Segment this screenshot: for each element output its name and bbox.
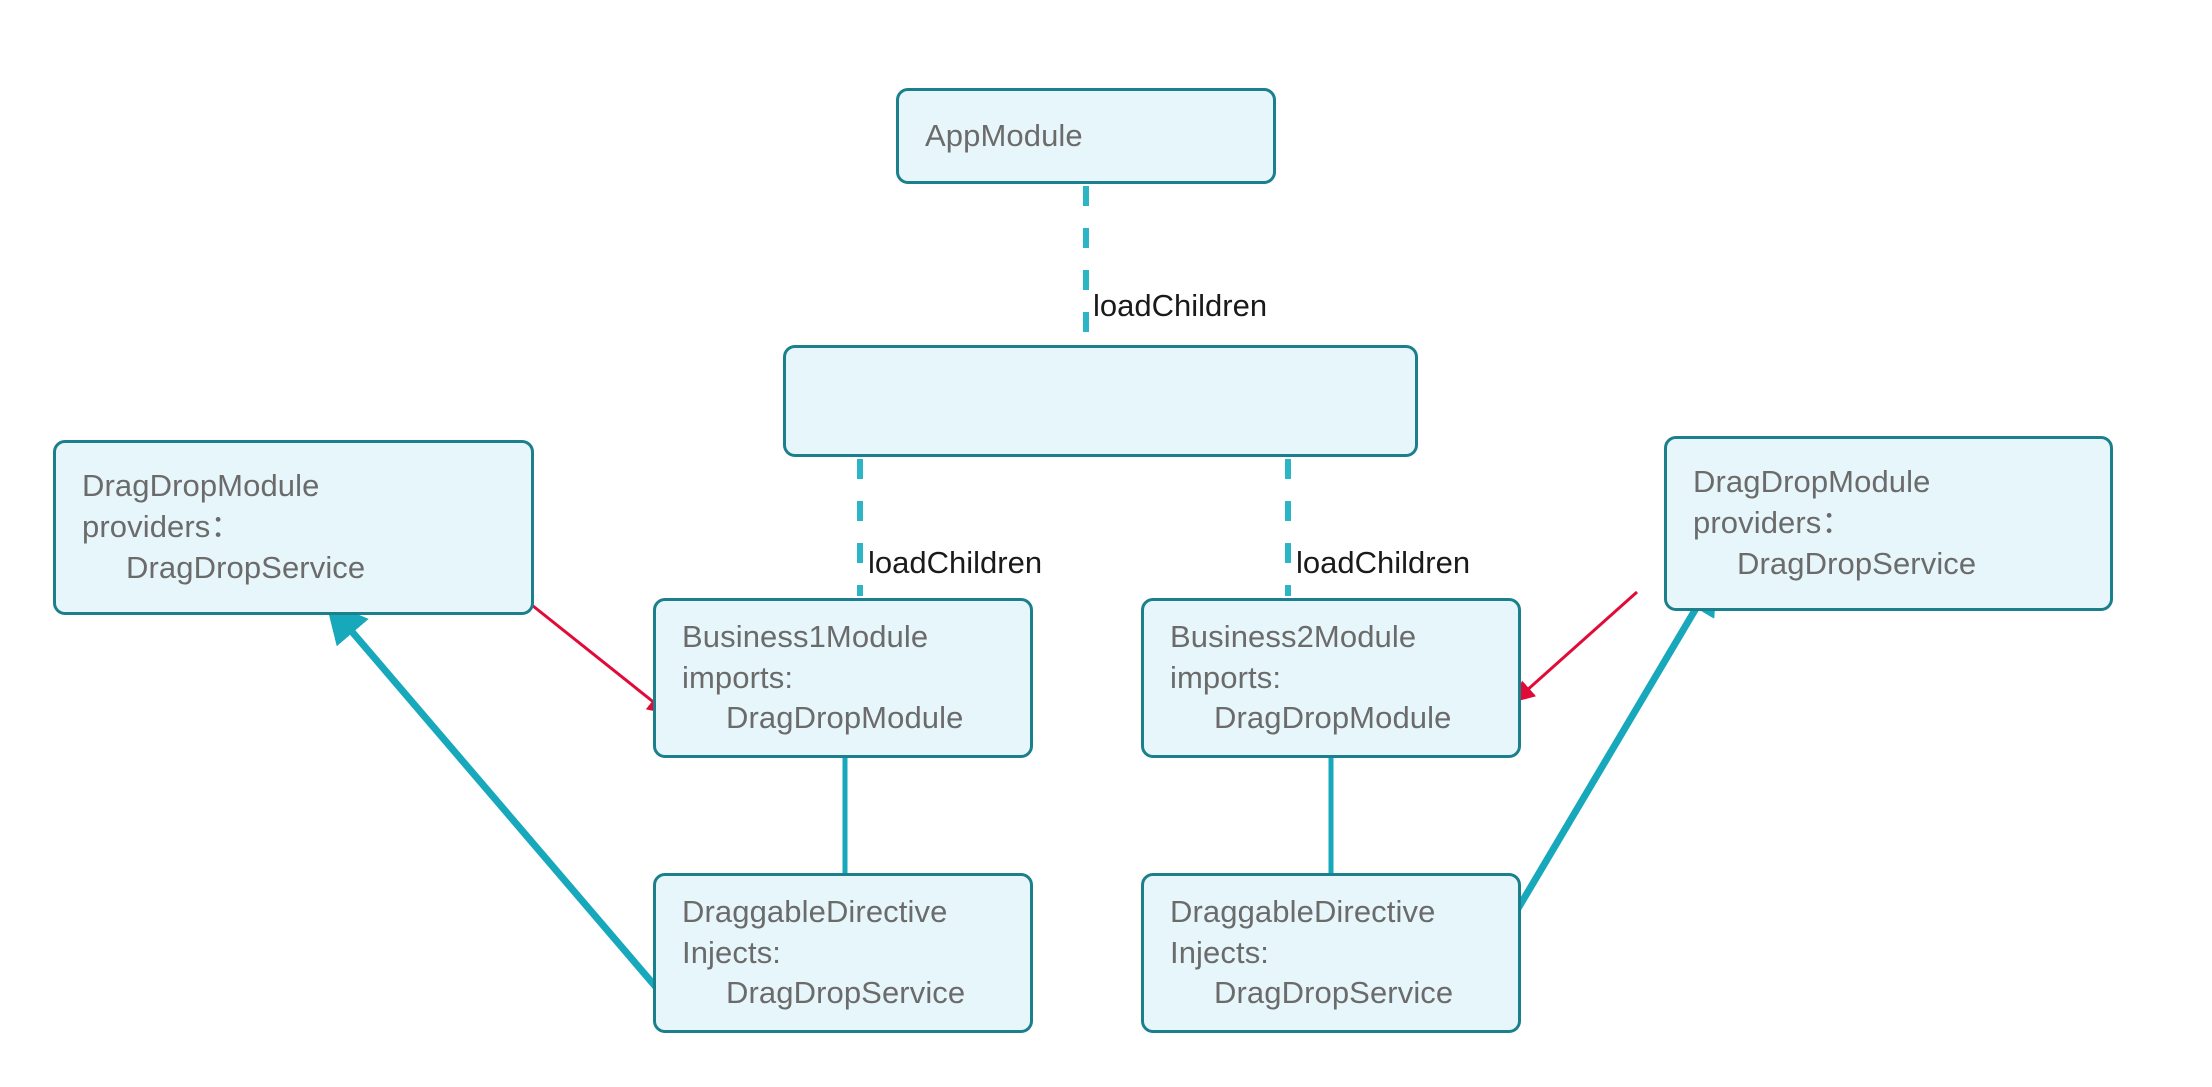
- node-draggable-directive-left-line-3: DragDropService: [726, 975, 966, 1011]
- node-draggable-directive-left-line-2: Injects:: [682, 934, 782, 970]
- edge-dragdropright-to-business2: [1513, 590, 1638, 703]
- node-dragdrop-module-left-line-3: DragDropService: [126, 549, 366, 585]
- node-draggable-directive-right-line-1: DraggableDirective: [1170, 893, 1436, 929]
- node-business1-module-line-3: DragDropModule: [726, 700, 964, 736]
- node-draggable-directive-left[interactable]: DraggableDirective Injects: DragDropServ…: [653, 873, 1033, 1033]
- node-business1-module-line-2: imports:: [682, 659, 794, 695]
- node-business2-module[interactable]: Business2Module imports: DragDropModule: [1141, 598, 1521, 758]
- node-dragdrop-module-right[interactable]: DragDropModule providers： DragDropServic…: [1664, 436, 2113, 611]
- node-dragdrop-module-right-line-2: providers：: [1693, 505, 1853, 541]
- edge-label-loadchildren-right: loadChildren: [1296, 545, 1471, 580]
- node-business2-module-line-1: Business2Module: [1170, 618, 1417, 654]
- node-dragdrop-module-right-line-1: DragDropModule: [1693, 464, 1931, 500]
- node-draggable-directive-left-line-1: DraggableDirective: [682, 893, 948, 929]
- node-dragdrop-module-left-line-2: providers：: [82, 509, 242, 545]
- node-app-module[interactable]: AppModule: [896, 88, 1276, 184]
- edge-directive1-to-dragdropleft: [325, 600, 664, 996]
- node-dragdrop-module-left-line-1: DragDropModule: [82, 468, 320, 504]
- node-draggable-directive-right-line-3: DragDropService: [1214, 975, 1454, 1011]
- node-app-module-line-1: AppModule: [925, 117, 1083, 153]
- edge-dragdropleft-to-business1: [527, 600, 669, 715]
- edge-label-loadchildren-left: loadChildren: [868, 545, 1043, 580]
- node-business2-module-line-2: imports:: [1170, 659, 1282, 695]
- edge-label-loadchildren-top: loadChildren: [1093, 288, 1268, 323]
- node-dragdrop-module-left[interactable]: DragDropModule providers： DragDropServic…: [53, 440, 534, 615]
- node-draggable-directive-right[interactable]: DraggableDirective Injects: DragDropServ…: [1141, 873, 1521, 1033]
- node-dragdrop-module-right-line-3: DragDropService: [1737, 545, 1977, 581]
- node-empty-routing-module[interactable]: [783, 345, 1418, 457]
- node-business1-module[interactable]: Business1Module imports: DragDropModule: [653, 598, 1033, 758]
- node-business1-module-line-1: Business1Module: [682, 618, 929, 654]
- node-draggable-directive-right-line-2: Injects:: [1170, 934, 1270, 970]
- node-business2-module-line-3: DragDropModule: [1214, 700, 1452, 736]
